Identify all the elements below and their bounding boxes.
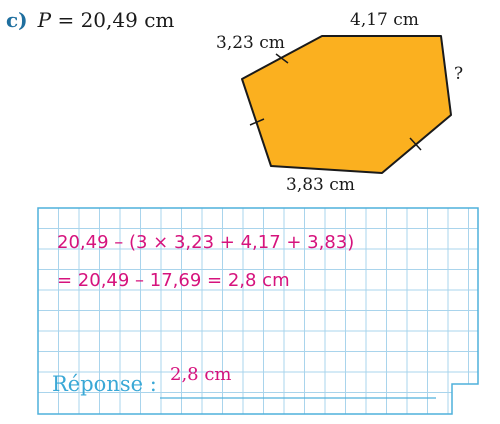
exercise-heading: c) P = 20,49 cm [6,8,174,32]
polygon-figure: 4,17 cm 3,23 cm ? 3,83 cm [216,10,463,195]
calculation-line-2: = 20,49 – 17,69 = 2,8 cm [57,270,290,291]
perimeter-value: = 20,49 cm [51,8,175,32]
tick-mark-upper-left [275,53,289,64]
tick-mark-left [249,118,265,126]
calculation-line-1: 20,49 – (3 × 3,23 + 4,17 + 3,83) [57,232,355,253]
answer-value: 2,8 cm [170,364,232,385]
side-label-top: 4,17 cm [350,10,419,30]
side-label-bottom: 3,83 cm [286,175,355,195]
side-label-upper-left: 3,23 cm [216,33,285,53]
hexagon-shape [241,35,452,174]
tick-mark-lower-right [409,137,422,151]
side-label-right: ? [454,64,463,84]
exercise-letter: c) [6,8,28,32]
perimeter-symbol: P [37,8,52,32]
grid-border [37,207,479,415]
answer-label: Réponse : [52,372,157,396]
